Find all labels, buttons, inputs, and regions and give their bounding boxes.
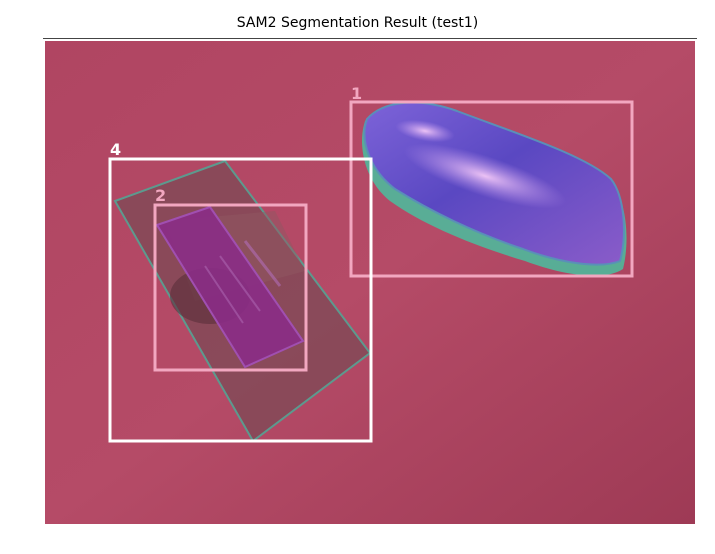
- segmentation-image: 1 2 4: [45, 41, 695, 524]
- detection-label-1: 1: [351, 84, 362, 103]
- figure-title: SAM2 Segmentation Result (test1): [236, 15, 479, 31]
- card-mask: [155, 205, 305, 369]
- top-rule: [43, 38, 697, 39]
- detection-label-4: 4: [110, 140, 121, 159]
- detection-box-4: [108, 157, 373, 443]
- detection-box-1: [349, 100, 634, 278]
- detection-label-2: 2: [155, 186, 166, 205]
- bag-mask: [362, 101, 627, 276]
- detection-box-2: [153, 203, 308, 372]
